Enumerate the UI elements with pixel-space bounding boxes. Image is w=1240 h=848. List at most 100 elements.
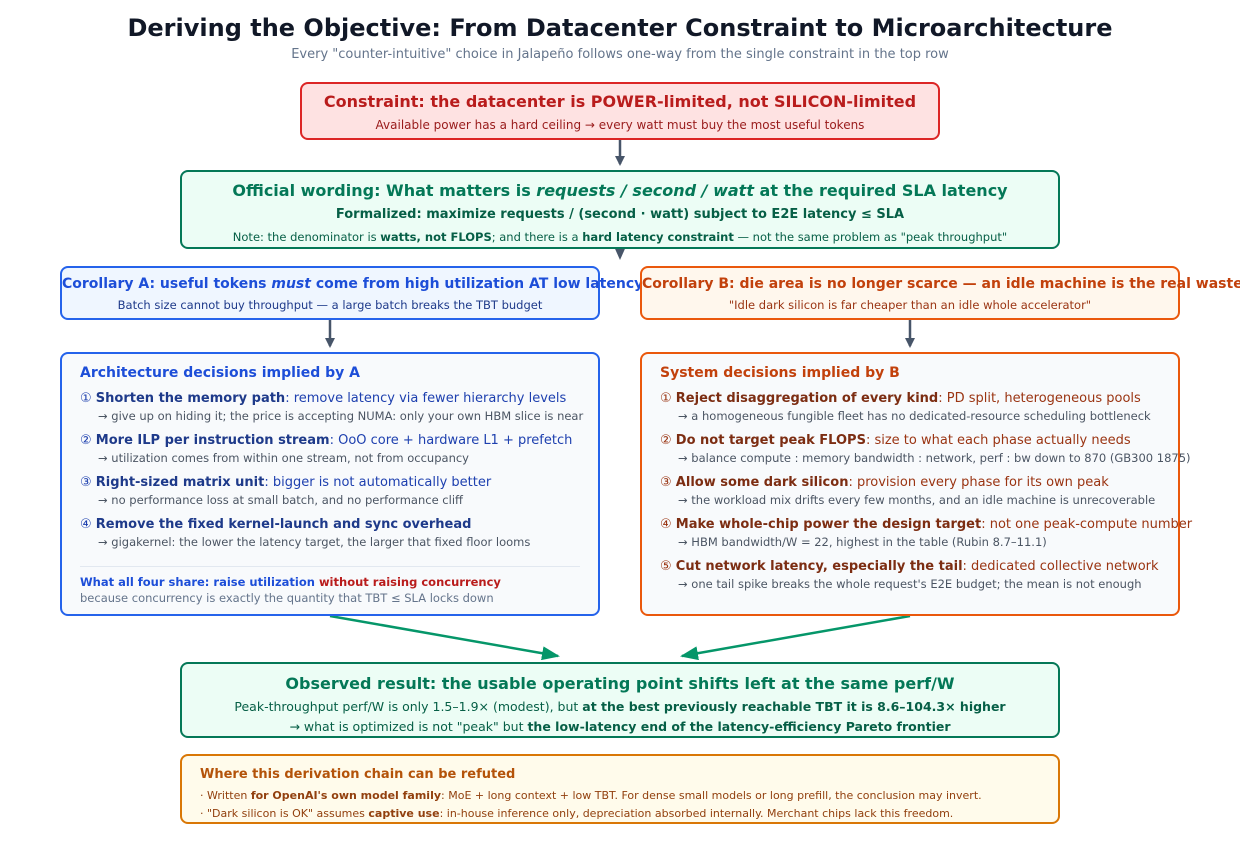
refute-line-2-pre: · "Dark silicon is OK" assumes bbox=[200, 807, 369, 820]
decision-item-number: ③ bbox=[660, 475, 672, 490]
decision-item-sub: → no performance loss at small batch, an… bbox=[98, 493, 463, 507]
decision-item-main: ③ Right-sized matrix unit: bigger is not… bbox=[80, 475, 491, 490]
decision-item-bold: Remove the fixed kernel-launch and sync … bbox=[95, 517, 472, 532]
official-note-mid: ; and there is a bbox=[491, 230, 583, 244]
result-line-2: → what is optimized is not "peak" but th… bbox=[182, 719, 1058, 734]
shared-principle-sub: because concurrency is exactly the quant… bbox=[80, 591, 494, 605]
decision-item-number: ① bbox=[660, 391, 672, 406]
system-box: System decisions implied by B ① Reject d… bbox=[640, 352, 1192, 616]
decision-item-sub: → HBM bandwidth/W = 22, highest in the t… bbox=[678, 535, 1047, 549]
decision-item: ② More ILP per instruction stream: OoO c… bbox=[80, 433, 572, 465]
official-heading: Official wording: What matters is reques… bbox=[182, 181, 1058, 200]
result-line-2-pre: → what is optimized is not "peak" but bbox=[289, 719, 528, 734]
official-box: Official wording: What matters is reques… bbox=[180, 170, 1060, 249]
corollary-a-heading-post: come from high utilization AT low latenc… bbox=[310, 276, 644, 292]
corollary-b-sub: "Idle dark silicon is far cheaper than a… bbox=[728, 298, 1092, 312]
result-line-1-bold: at the best previously reachable TBT it … bbox=[582, 699, 1006, 714]
official-note-b1: watts, not FLOPS bbox=[380, 230, 492, 244]
decision-item: ① Shorten the memory path: remove latenc… bbox=[80, 391, 583, 423]
decision-item-main: ① Shorten the memory path: remove latenc… bbox=[80, 391, 583, 406]
decision-item-main: ③ Allow some dark silicon: provision eve… bbox=[660, 475, 1155, 490]
architecture-heading: Architecture decisions implied by A bbox=[80, 365, 361, 381]
constraint-sub: Available power has a hard ceiling → eve… bbox=[375, 118, 865, 132]
arrow-arch-to-result bbox=[329, 614, 560, 661]
decision-item-main: ④ Make whole-chip power the design targe… bbox=[660, 517, 1192, 532]
refute-box: Where this derivation chain can be refut… bbox=[180, 754, 1060, 824]
refute-line-1-pre: · Written bbox=[200, 789, 251, 802]
decision-item: ① Reject disaggregation of every kind: P… bbox=[660, 391, 1151, 423]
decision-item-number: ② bbox=[80, 433, 92, 448]
corollary-b-heading: Corollary B: die area is no longer scarc… bbox=[642, 276, 1240, 292]
decision-item-main: ② Do not target peak FLOPS: size to what… bbox=[660, 433, 1191, 448]
decision-item: ④ Make whole-chip power the design targe… bbox=[660, 517, 1192, 549]
decision-item-sub: → utilization comes from within one stre… bbox=[98, 451, 469, 465]
arrow-system-to-result bbox=[680, 614, 911, 661]
decision-item-number: ① bbox=[80, 391, 92, 406]
decision-item-bold: More ILP per instruction stream bbox=[95, 433, 330, 448]
decision-item: ④ Remove the fixed kernel-launch and syn… bbox=[80, 517, 530, 549]
constraint-heading: Constraint: the datacenter is POWER-limi… bbox=[323, 92, 917, 111]
result-box: Observed result: the usable operating po… bbox=[180, 662, 1060, 738]
official-note-pre: Note: the denominator is bbox=[232, 230, 381, 244]
official-note-b2: hard latency constraint bbox=[582, 230, 734, 244]
decision-item-number: ④ bbox=[660, 517, 672, 532]
decision-item-sub: → a homogeneous fungible fleet has no de… bbox=[678, 409, 1151, 423]
corollary-a-heading: Corollary A: useful tokens must come fro… bbox=[62, 276, 643, 292]
decision-item-number: ⑤ bbox=[660, 559, 672, 574]
decision-item-rest: : OoO core + hardware L1 + prefetch bbox=[329, 433, 573, 448]
refute-line-2: · "Dark silicon is OK" assumes captive u… bbox=[200, 807, 953, 820]
shared-principle-red: without raising concurrency bbox=[318, 575, 501, 589]
page-title: Deriving the Objective: From Datacenter … bbox=[127, 14, 1113, 42]
decision-item-main: ④ Remove the fixed kernel-launch and syn… bbox=[80, 517, 530, 532]
decision-item-sub: → one tail spike breaks the whole reques… bbox=[678, 577, 1142, 591]
decision-item-rest: : not one peak-compute number bbox=[981, 517, 1193, 532]
official-note: Note: the denominator is watts, not FLOP… bbox=[182, 230, 1058, 244]
corollary-a-sub: Batch size cannot buy throughput — a lar… bbox=[117, 298, 543, 312]
result-line-1: Peak-throughput perf/W is only 1.5–1.9× … bbox=[182, 699, 1058, 714]
decision-item-rest: : remove latency via fewer hierarchy lev… bbox=[285, 391, 567, 406]
decision-item-number: ③ bbox=[80, 475, 92, 490]
decision-item-bold: Cut network latency, especially the tail bbox=[675, 559, 963, 574]
shared-principle: What all four share: raise utilization w… bbox=[80, 575, 501, 589]
decision-item: ③ Allow some dark silicon: provision eve… bbox=[660, 475, 1155, 507]
decision-item-main: ① Reject disaggregation of every kind: P… bbox=[660, 391, 1151, 406]
official-heading-pre: Official wording: What matters is bbox=[232, 181, 537, 200]
decision-item-sub: → give up on hiding it; the price is acc… bbox=[98, 409, 584, 423]
corollary-b-box: Corollary B: die area is no longer scarc… bbox=[640, 266, 1240, 320]
decision-item-rest: : bigger is not automatically better bbox=[264, 475, 492, 490]
refute-line-2-post: : in-house inference only, depreciation … bbox=[439, 807, 954, 820]
decision-item: ⑤ Cut network latency, especially the ta… bbox=[660, 559, 1159, 591]
decision-item: ③ Right-sized matrix unit: bigger is not… bbox=[80, 475, 491, 507]
decision-item-bold: Shorten the memory path bbox=[95, 391, 286, 406]
decision-item-bold: Right-sized matrix unit bbox=[95, 475, 265, 490]
decision-item-sub: → gigakernel: the lower the latency targ… bbox=[98, 535, 531, 549]
architecture-box: Architecture decisions implied by A ① Sh… bbox=[60, 352, 600, 616]
refute-heading: Where this derivation chain can be refut… bbox=[200, 767, 516, 782]
official-heading-em: requests / second / watt bbox=[536, 181, 754, 200]
decision-item: ② Do not target peak FLOPS: size to what… bbox=[660, 433, 1191, 465]
result-line-1-pre: Peak-throughput perf/W is only 1.5–1.9× … bbox=[234, 699, 583, 714]
decision-item-sub: → the workload mix drifts every few mont… bbox=[678, 493, 1156, 507]
corollary-a-heading-pre: Corollary A: useful tokens bbox=[62, 276, 272, 292]
decision-item-number: ④ bbox=[80, 517, 92, 532]
decision-item-number: ② bbox=[660, 433, 672, 448]
divider bbox=[80, 566, 580, 567]
shared-principle-blue: What all four share: raise utilization bbox=[80, 575, 319, 589]
result-line-2-bold: the low-latency end of the latency-effic… bbox=[527, 719, 951, 734]
decision-item-main: ② More ILP per instruction stream: OoO c… bbox=[80, 433, 572, 448]
decision-item-bold: Reject disaggregation of every kind bbox=[675, 391, 939, 406]
refute-line-1-post: : MoE + long context + low TBT. For dens… bbox=[441, 789, 982, 802]
refute-line-1: · Written for OpenAI's own model family:… bbox=[200, 789, 982, 802]
decision-item-bold: Allow some dark silicon bbox=[675, 475, 849, 490]
corollary-a-box: Corollary A: useful tokens must come fro… bbox=[60, 266, 643, 320]
decision-item-rest: : provision every phase for its own peak bbox=[848, 475, 1109, 490]
constraint-box: Constraint: the datacenter is POWER-limi… bbox=[300, 82, 940, 140]
refute-line-2-bold: captive use bbox=[368, 807, 440, 820]
decision-item-main: ⑤ Cut network latency, especially the ta… bbox=[660, 559, 1159, 574]
corollary-a-heading-em: must bbox=[271, 276, 311, 292]
decision-item-rest: : PD split, heterogeneous pools bbox=[938, 391, 1141, 406]
decision-item-rest: : size to what each phase actually needs bbox=[865, 433, 1131, 448]
official-note-post: — not the same problem as "peak throughp… bbox=[733, 230, 1008, 244]
refute-line-1-bold: for OpenAI's own model family bbox=[250, 789, 442, 802]
decision-item-rest: : dedicated collective network bbox=[962, 559, 1159, 574]
